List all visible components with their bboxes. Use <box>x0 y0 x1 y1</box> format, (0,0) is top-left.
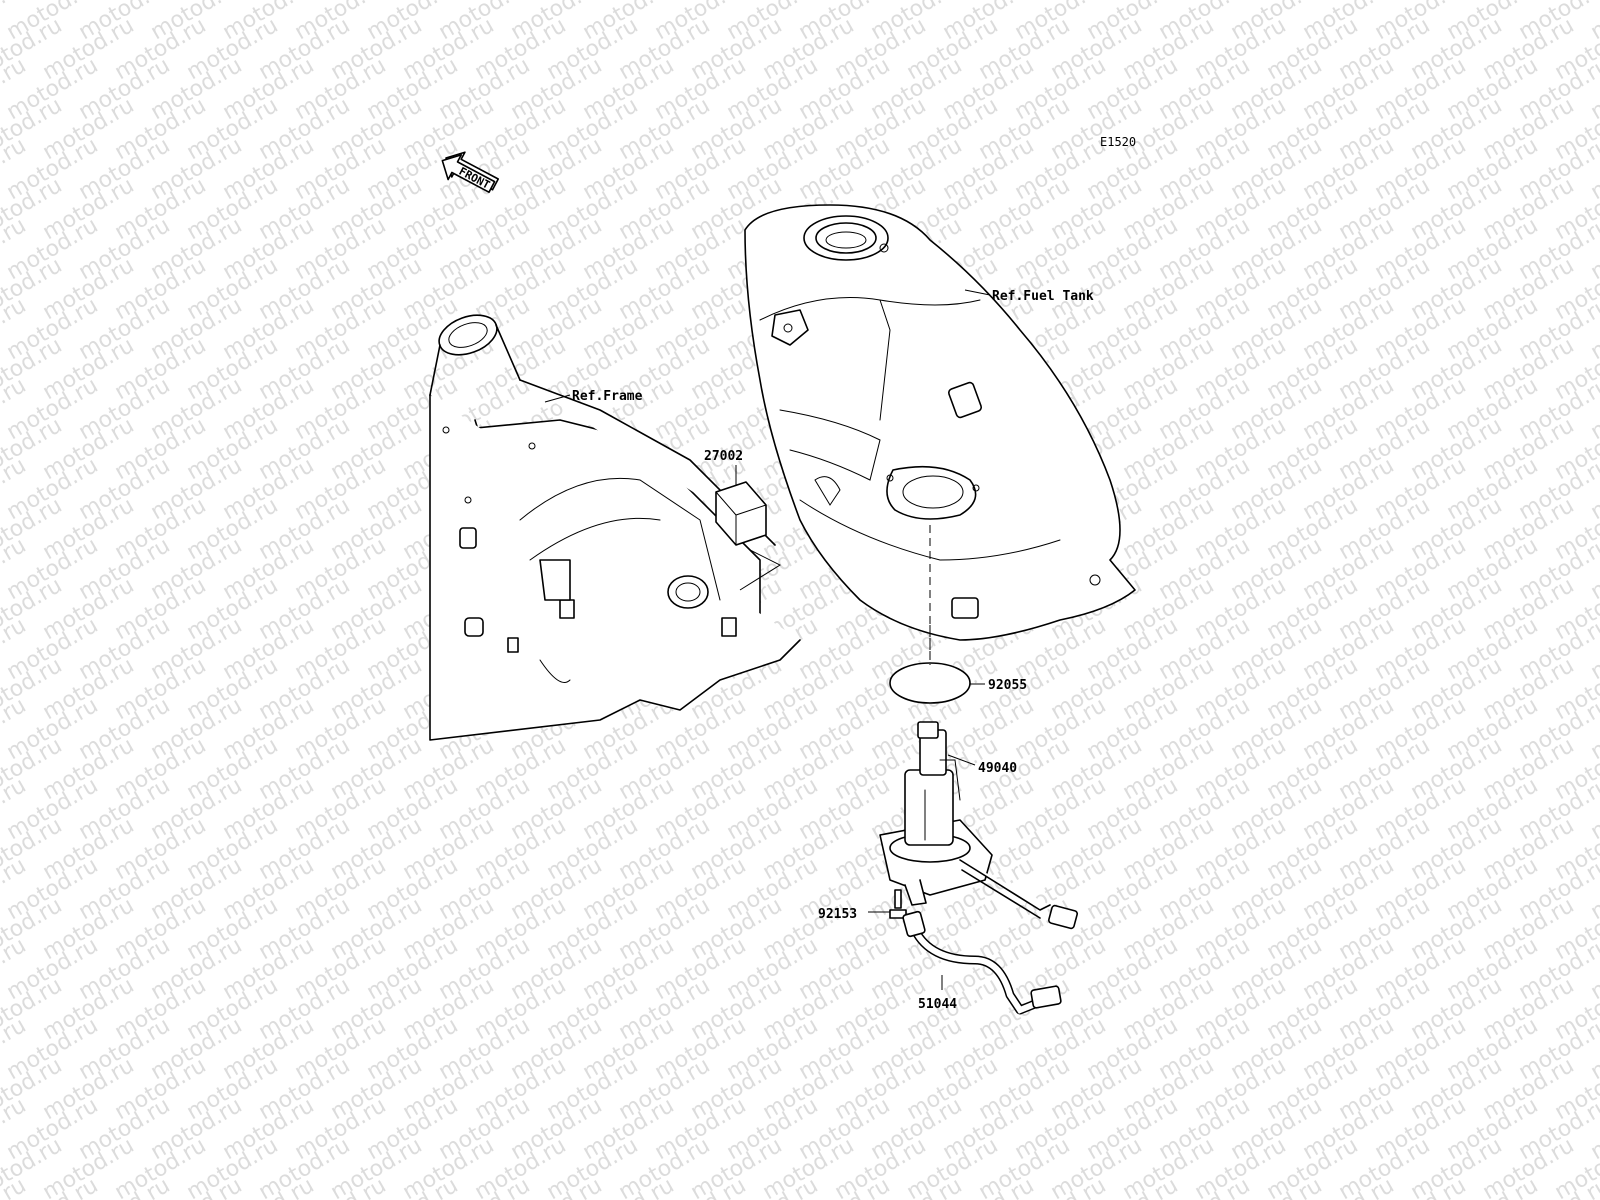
label-ref-fuel-tank: Ref.Fuel Tank <box>992 289 1094 304</box>
part-92055-o-ring <box>889 662 971 704</box>
label-92055: 92055 <box>988 678 1027 693</box>
label-ref-frame: Ref.Frame <box>572 389 643 404</box>
label-51044: 51044 <box>918 997 957 1012</box>
label-49040: 49040 <box>978 761 1017 776</box>
fuel-tank-drawing <box>744 204 1136 641</box>
label-92153: 92153 <box>818 907 857 922</box>
diagram-code: E1520 <box>1100 135 1136 149</box>
label-27002: 27002 <box>704 449 743 464</box>
